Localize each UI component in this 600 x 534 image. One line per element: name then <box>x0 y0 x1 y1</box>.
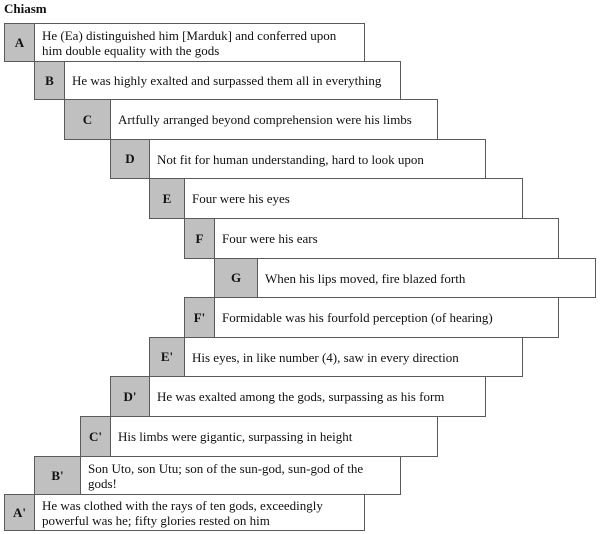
row-text: He was clothed with the rays of ten gods… <box>42 497 323 528</box>
row-text: He was exalted among the gods, surpassin… <box>157 389 445 404</box>
diagram-title: Chiasm <box>4 1 47 16</box>
chiasm-row-b-prime: B' Son Uto, son Utu; son of the sun-god,… <box>34 456 401 495</box>
row-label: F' <box>185 298 215 337</box>
row-text: Four were his eyes <box>192 191 290 206</box>
row-text: Formidable was his fourfold perception (… <box>222 310 493 325</box>
chiasm-row-d: D Not fit for human understanding, hard … <box>110 139 486 179</box>
chiasm-row-b: B He was highly exalted and surpassed th… <box>34 61 401 100</box>
row-text: He was highly exalted and surpassed them… <box>72 73 382 88</box>
chiasm-row-e-prime: E' His eyes, in like number (4), saw in … <box>149 337 523 377</box>
chiasm-row-f-prime: F' Formidable was his fourfold perceptio… <box>184 297 559 338</box>
row-text: His limbs were gigantic, surpassing in h… <box>118 429 353 444</box>
row-label: C <box>65 100 111 139</box>
chiasm-row-e: E Four were his eyes <box>149 178 523 219</box>
row-text: Not fit for human understanding, hard to… <box>157 151 424 167</box>
chiasm-row-a-prime: A' He was clothed with the rays of ten g… <box>4 494 365 531</box>
row-text: His eyes, in like number (4), saw in eve… <box>192 349 459 365</box>
chiasm-row-c: C Artfully arranged beyond comprehension… <box>64 99 438 140</box>
row-label: E' <box>150 338 185 376</box>
chiasm-row-d-prime: D' He was exalted among the gods, surpas… <box>110 376 486 417</box>
row-text: Four were his ears <box>222 231 318 246</box>
chiasm-row-f: F Four were his ears <box>184 218 559 259</box>
chiasm-row-a: A He (Ea) distinguished him [Marduk] and… <box>4 23 365 62</box>
row-label: E <box>150 179 185 218</box>
row-label: D <box>111 140 150 178</box>
row-text: He (Ea) distinguished him [Marduk] and c… <box>42 27 337 58</box>
chiasm-row-g: G When his lips moved, fire blazed forth <box>214 258 596 298</box>
row-label: B <box>35 62 65 99</box>
row-label: A' <box>5 495 35 530</box>
row-label: C' <box>81 417 111 456</box>
row-text: Son Uto, son Utu; son of the sun-god, su… <box>88 460 364 491</box>
row-text: Artfully arranged beyond comprehension w… <box>118 112 412 127</box>
row-label: D' <box>111 377 150 416</box>
row-label: F <box>185 219 215 258</box>
chiasm-row-c-prime: C' His limbs were gigantic, surpassing i… <box>80 416 438 457</box>
row-label: B' <box>35 457 81 494</box>
row-text: When his lips moved, fire blazed forth <box>265 270 466 286</box>
row-label: G <box>215 259 258 297</box>
row-label: A <box>5 24 35 61</box>
